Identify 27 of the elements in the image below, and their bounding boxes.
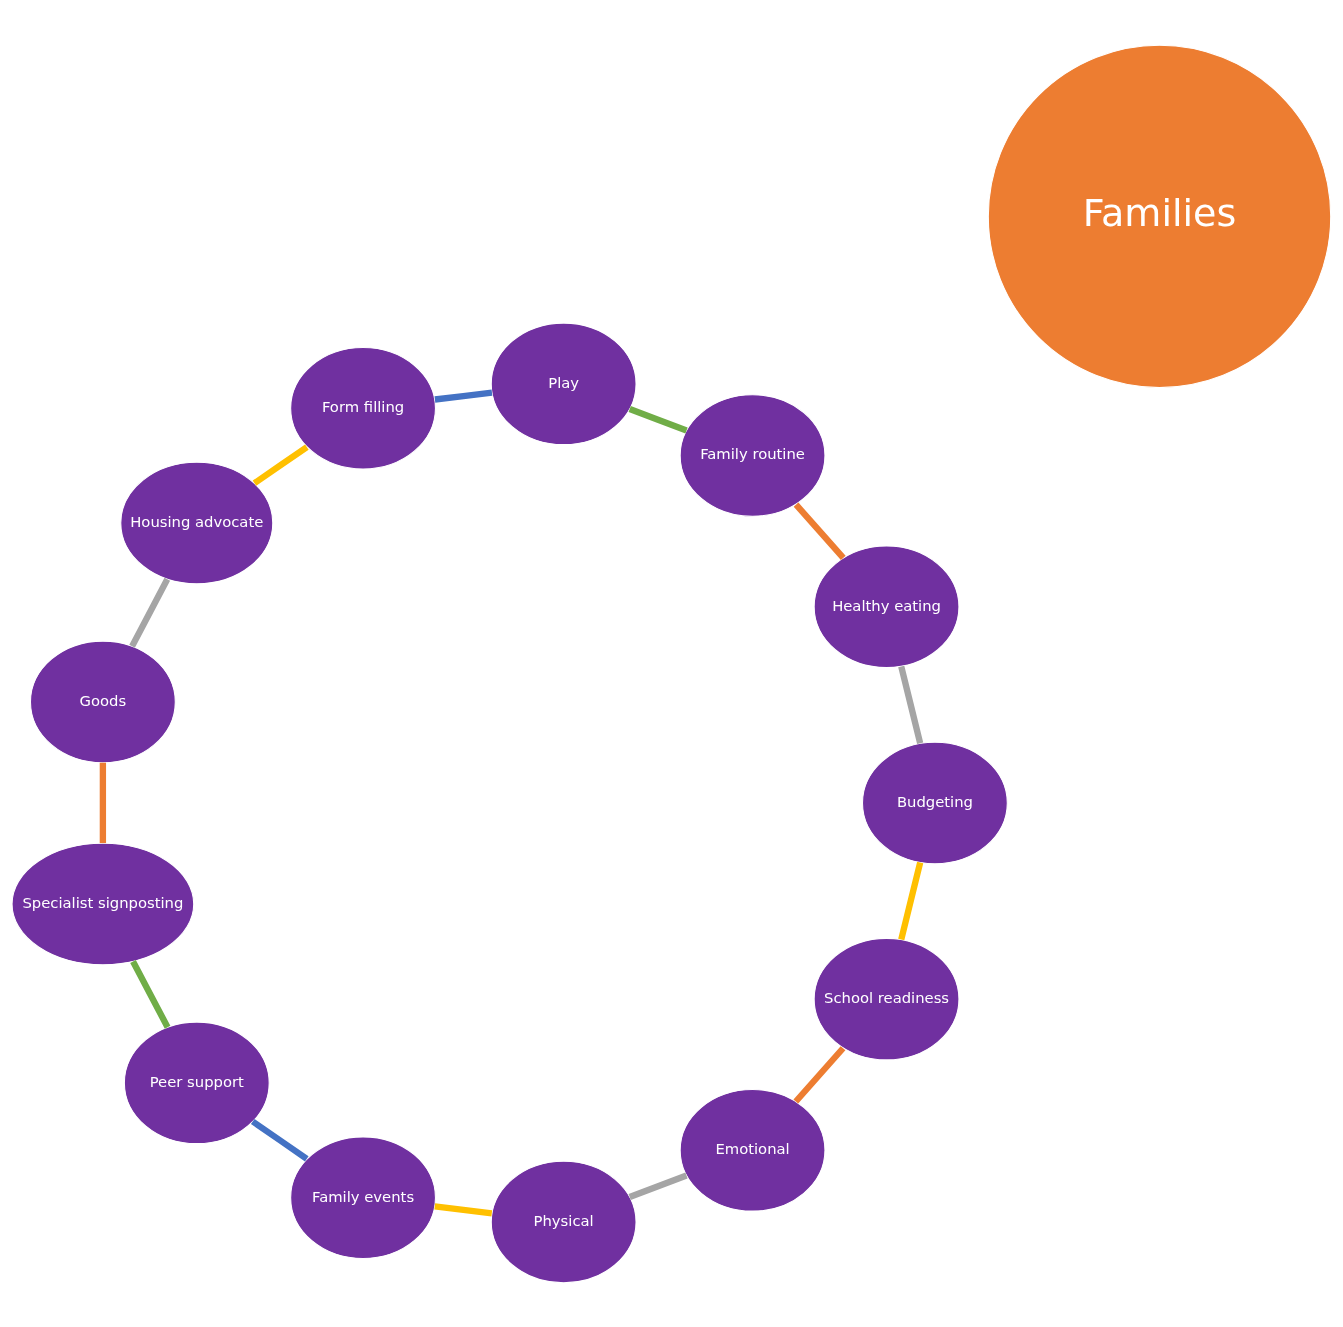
connector: [99, 762, 107, 843]
node-ellipse: Family events: [290, 1135, 436, 1259]
connector: [793, 1045, 846, 1104]
node-ellipse: Housing advocate: [120, 461, 274, 584]
node-ellipse: School readiness: [813, 937, 960, 1060]
connector: [129, 577, 171, 648]
node-ellipse: Peer support: [123, 1021, 270, 1144]
connector: [252, 443, 309, 486]
node-ellipse: Emotional: [679, 1088, 826, 1212]
connector: [898, 665, 924, 744]
connector: [898, 861, 924, 940]
node-ellipse: Family routine: [679, 393, 826, 517]
node-ellipse: Specialist signposting: [11, 842, 195, 965]
node-ellipse: Form filling: [290, 346, 436, 470]
node-ellipse: Budgeting: [861, 741, 1008, 864]
node-circle: Families: [987, 44, 1332, 388]
connector: [628, 405, 688, 433]
connector: [628, 1171, 688, 1200]
connector: [793, 502, 846, 560]
node-ellipse: Goods: [29, 640, 176, 763]
connector: [434, 1202, 493, 1216]
connector: [434, 388, 493, 403]
node-ellipse: Healthy eating: [813, 544, 960, 668]
node-ellipse: Play: [490, 322, 637, 445]
connector: [130, 959, 171, 1029]
connector: [250, 1118, 309, 1161]
node-ellipse: Physical: [490, 1160, 637, 1283]
